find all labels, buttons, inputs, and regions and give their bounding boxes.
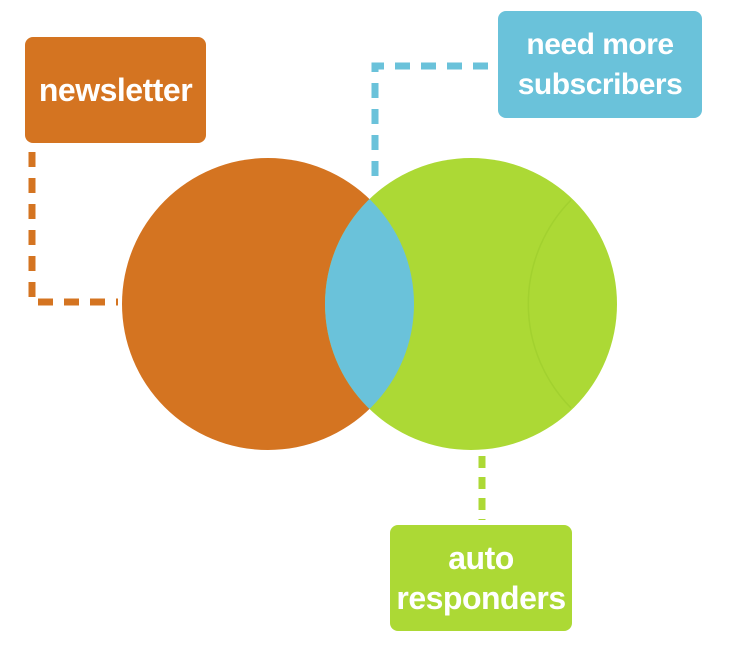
autoresponders-label-box: auto responders xyxy=(390,525,572,631)
subscribers-label-line-2: subscribers xyxy=(517,67,683,101)
autoresponders-circle xyxy=(325,158,617,450)
newsletter-label-box: newsletter xyxy=(25,37,206,143)
subscribers-label-box: need more subscribers xyxy=(498,11,702,118)
subscribers-label-line-1: need more xyxy=(526,27,674,61)
newsletter-circle xyxy=(122,158,414,450)
autoresponders-circle-edge xyxy=(527,199,572,409)
newsletter-label: newsletter xyxy=(38,72,193,108)
autoresponders-label-line-1: auto xyxy=(448,540,514,576)
subscribers-connector xyxy=(371,62,490,176)
newsletter-connector xyxy=(28,152,118,306)
autoresponders-label-line-2: responders xyxy=(396,580,566,616)
